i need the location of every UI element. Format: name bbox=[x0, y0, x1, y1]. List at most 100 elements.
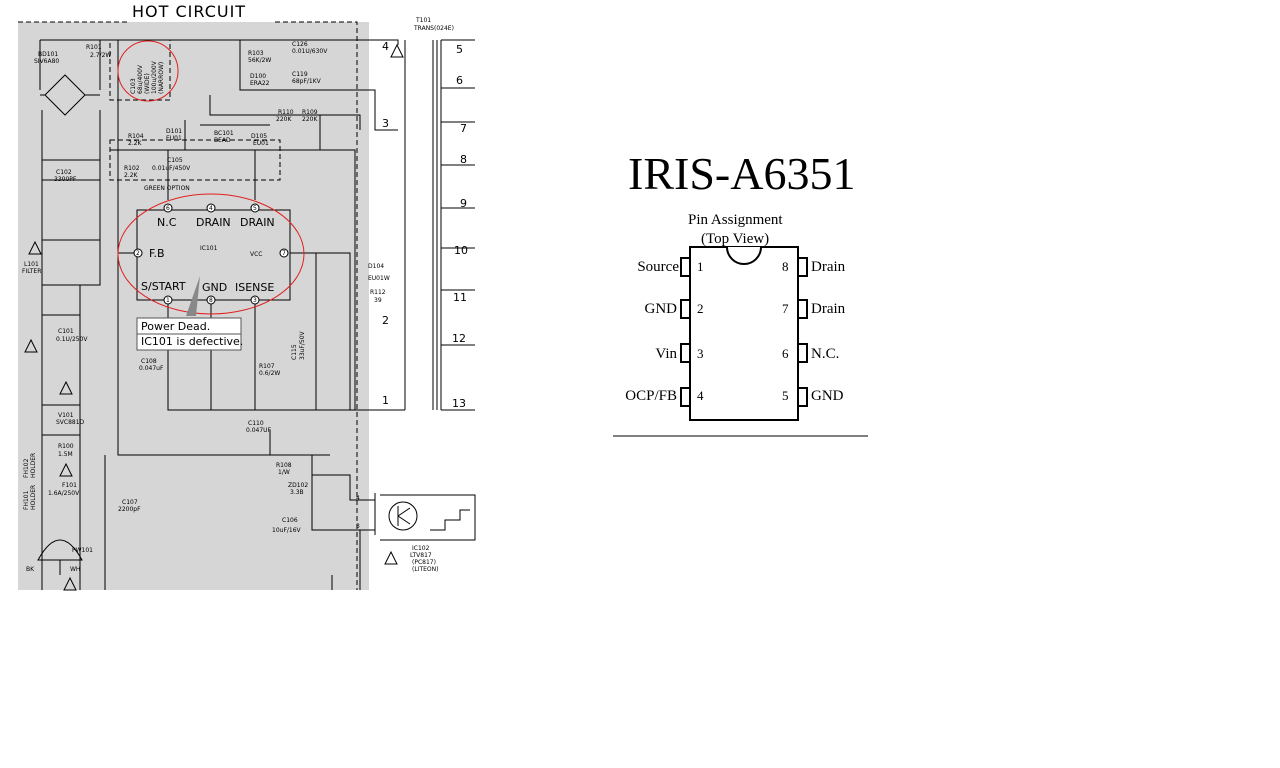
label-c119-val: 68pF/1KV bbox=[292, 78, 322, 85]
label-c108: C108 bbox=[141, 358, 157, 365]
hot-circuit-title: HOT CIRCUIT bbox=[132, 2, 246, 21]
label-c106-val: 10uF/16V bbox=[272, 527, 302, 534]
chip-pin-stub-4 bbox=[680, 387, 691, 407]
ic101-block: 6 4 5 2 7 1 8 3 N.C DRAIN DRAIN F.B VCC … bbox=[133, 203, 289, 305]
chip-pin-stub-5 bbox=[797, 387, 808, 407]
ic101-pin-num-3: 3 bbox=[253, 297, 257, 304]
label-c119: C119 bbox=[292, 71, 308, 78]
label-c103-b: (WIDE) bbox=[144, 73, 151, 94]
label-r107-val: 0.6/2W bbox=[259, 370, 280, 377]
tf-left-pin-3: 3 bbox=[382, 117, 389, 130]
label-ic102-a: LTV817 bbox=[410, 552, 432, 559]
label-c103-c: 100u/200V bbox=[151, 60, 158, 94]
chip-pin-num-1: 1 bbox=[697, 259, 704, 274]
ic101-pin-num-1: 1 bbox=[166, 297, 170, 304]
c103-labels: C103 68u/400V (WIDE) 100u/200V (NARROW) bbox=[130, 60, 165, 94]
label-r112: R112 bbox=[370, 289, 386, 296]
tf-right-pin-13: 13 bbox=[452, 397, 466, 410]
chip-notch bbox=[726, 246, 762, 265]
label-r100-val: 1.5M bbox=[58, 451, 73, 458]
chip-pin-label-8: Drain bbox=[811, 259, 846, 275]
label-c115: C115 bbox=[291, 344, 298, 360]
label-r110: R110 bbox=[278, 109, 294, 116]
label-r102: R102 bbox=[124, 165, 140, 172]
chip-pin-stub-6 bbox=[797, 343, 808, 363]
chip-pin-label-7: Drain bbox=[811, 301, 846, 317]
warning-icon bbox=[59, 462, 73, 477]
c115-labels: C115 33uF/50V bbox=[291, 330, 306, 360]
fh101-labels: FH101 HOLDER bbox=[23, 485, 37, 510]
chip-pin-num-8: 8 bbox=[782, 259, 789, 274]
label-wh: WH bbox=[70, 566, 80, 573]
chip-pin-stub-3 bbox=[680, 343, 691, 363]
label-d105-val: EU01 bbox=[253, 140, 269, 147]
label-bc101-val: BEAD bbox=[214, 137, 231, 144]
label-d104: D104 bbox=[368, 263, 384, 270]
chip-title: IRIS-A6351 bbox=[628, 148, 855, 199]
ic101-pin-num-5: 5 bbox=[253, 205, 257, 212]
chip-pin-stub-7 bbox=[797, 299, 808, 319]
transformer-part: TRANS(024E) bbox=[413, 25, 454, 32]
label-r104: R104 bbox=[128, 133, 144, 140]
warning-icon bbox=[384, 550, 398, 565]
label-c103-d: (NARROW) bbox=[158, 62, 165, 94]
label-bc101: BC101 bbox=[214, 130, 234, 137]
warning-icons bbox=[24, 43, 404, 591]
tf-right-pin-5: 5 bbox=[456, 43, 463, 56]
defect-note: Power Dead. IC101 is defective. bbox=[136, 276, 243, 351]
ic101-pin-nc: N.C bbox=[157, 216, 177, 229]
chip-pin-num-7: 7 bbox=[782, 301, 789, 316]
opto-pin-4: 4 bbox=[356, 495, 360, 502]
label-v101-val: SVC881D bbox=[56, 419, 85, 426]
label-d105: D105 bbox=[251, 133, 267, 140]
warning-icon bbox=[28, 240, 42, 255]
transformer-ref: T101 bbox=[415, 17, 431, 24]
chip-pin-num-5: 5 bbox=[782, 388, 789, 403]
warning-icon bbox=[390, 43, 404, 58]
label-c126-val: 0.01U/630V bbox=[292, 48, 328, 55]
ic101-pin-num-8: 8 bbox=[209, 297, 213, 304]
label-r108-val: 1/W bbox=[278, 469, 290, 476]
label-c105-val: 0.01uF/450V bbox=[152, 165, 191, 172]
label-c126: C126 bbox=[292, 41, 308, 48]
label-f101: F101 bbox=[62, 482, 77, 489]
label-c101: C101 bbox=[58, 328, 74, 335]
label-ic102-c: (LITEON) bbox=[412, 566, 438, 573]
green-option-label: GREEN OPTION bbox=[144, 185, 190, 192]
label-c101-val: 0.1U/250V bbox=[56, 336, 88, 343]
ic101-highlight-circle bbox=[117, 193, 305, 315]
chip-pin-stubs bbox=[680, 257, 808, 407]
label-c110: C110 bbox=[248, 420, 264, 427]
chip-pin-stub-8 bbox=[797, 257, 808, 277]
label-l101: L101 bbox=[24, 261, 39, 268]
label-c110-val: 0.047UF bbox=[246, 427, 272, 434]
label-d101: D101 bbox=[166, 128, 182, 135]
label-d104-val: EU01W bbox=[368, 275, 390, 282]
label-holder-2: HOLDER bbox=[30, 453, 37, 478]
warning-icon bbox=[63, 576, 77, 591]
label-d101-val: EU01 bbox=[166, 135, 182, 142]
note-line-2: IC101 is defective. bbox=[141, 335, 243, 348]
warning-icon bbox=[24, 338, 38, 353]
label-c106: C106 bbox=[282, 517, 298, 524]
chip-pin-stub-1 bbox=[680, 257, 691, 277]
chip-pin-num-2: 2 bbox=[697, 301, 704, 316]
label-r101: R101 bbox=[86, 44, 102, 51]
label-r109-val: 220K bbox=[302, 116, 318, 123]
tf-right-pin-12: 12 bbox=[452, 332, 466, 345]
chip-pin-stub-2 bbox=[680, 299, 691, 319]
tf-right-pin-10: 10 bbox=[454, 244, 468, 257]
ic101-pin-gnd: GND bbox=[202, 281, 227, 294]
label-zd102-val: 3.3B bbox=[290, 489, 304, 496]
ic101-pin-sstart: S/START bbox=[141, 280, 186, 293]
label-d100-val: ERA22 bbox=[250, 80, 270, 87]
chip-pin-label-3: Vin bbox=[655, 346, 677, 362]
tf-right-pin-9: 9 bbox=[460, 197, 467, 210]
ic101-pin-num-2: 2 bbox=[136, 250, 140, 257]
label-ic102-b: (PC817) bbox=[412, 559, 436, 566]
capacitor-highlight-circle bbox=[117, 40, 179, 102]
label-r100: R100 bbox=[58, 443, 74, 450]
fh102-labels: FH102 HOLDER bbox=[23, 453, 37, 478]
transformer-t101: T101 TRANS(024E) 4 3 2 1 5 6 7 8 9 10 11… bbox=[382, 17, 475, 411]
tf-right-pin-7: 7 bbox=[460, 122, 467, 135]
